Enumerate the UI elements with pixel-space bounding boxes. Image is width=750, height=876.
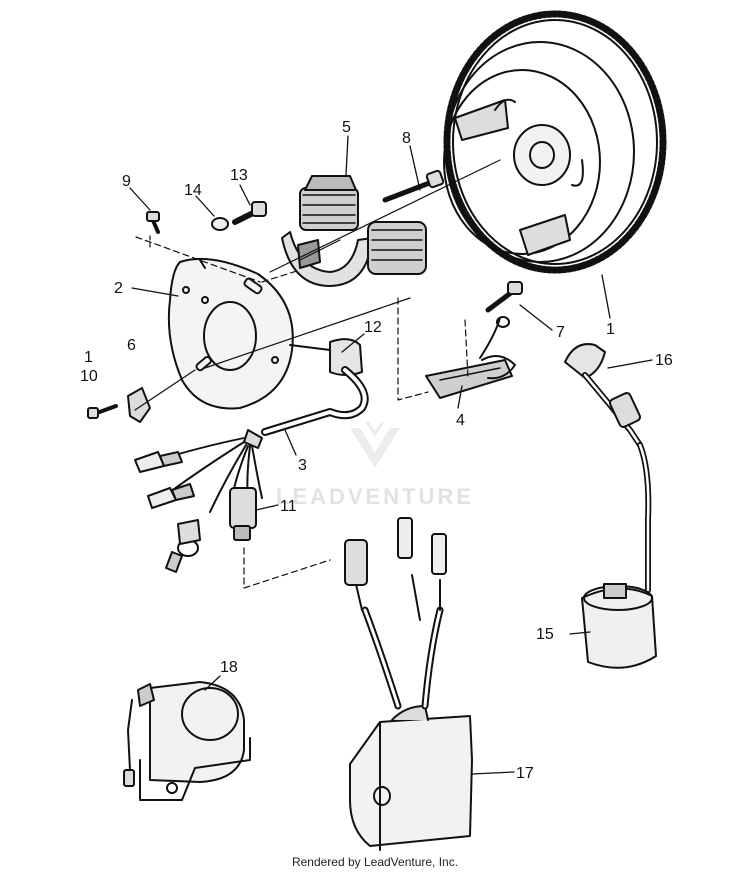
bolt-8[interactable] — [382, 169, 445, 203]
label-15: 15 — [536, 626, 554, 643]
label-1-left: 1 — [84, 349, 93, 366]
label-2: 2 — [114, 280, 123, 297]
label-1-flywheel: 1 — [606, 321, 615, 338]
label-10: 10 — [80, 368, 98, 385]
watermark-text: LEADVENTURE — [275, 484, 474, 509]
footer-credit: Rendered by LeadVenture, Inc. — [291, 855, 459, 869]
harness-connectors[interactable] — [134, 451, 257, 573]
label-3: 3 — [298, 457, 307, 474]
label-7: 7 — [556, 324, 565, 341]
stator-coil[interactable] — [281, 175, 427, 287]
label-14: 14 — [184, 182, 202, 199]
screw-7[interactable] — [485, 281, 523, 313]
label-9: 9 — [122, 173, 131, 190]
label-8: 8 — [402, 130, 411, 147]
clamp[interactable] — [87, 387, 151, 423]
screw-13[interactable] — [232, 201, 267, 225]
label-13: 13 — [230, 167, 248, 184]
regulator[interactable] — [344, 517, 473, 851]
wire-harness[interactable] — [169, 366, 369, 513]
label-6: 6 — [127, 337, 136, 354]
flywheel[interactable] — [443, 10, 667, 274]
spark-plug-cap[interactable] — [564, 343, 652, 593]
starter-solenoid[interactable] — [123, 681, 251, 801]
watermark-logo-icon — [350, 421, 400, 468]
label-5: 5 — [342, 119, 351, 136]
mounting-plate[interactable] — [167, 257, 294, 410]
label-16: 16 — [655, 352, 673, 369]
alignment-lines — [134, 159, 501, 589]
label-12: 12 — [364, 319, 382, 336]
grommet-12[interactable] — [289, 338, 363, 376]
label-4: 4 — [456, 412, 465, 429]
label-11: 11 — [280, 498, 297, 515]
washer-14[interactable] — [211, 217, 229, 231]
screw-9[interactable] — [146, 211, 160, 234]
ignition-coil[interactable] — [581, 583, 657, 669]
pulser-sensor[interactable] — [425, 316, 516, 399]
label-18: 18 — [220, 659, 238, 676]
label-17: 17 — [516, 765, 534, 782]
leader-lines — [129, 135, 653, 775]
